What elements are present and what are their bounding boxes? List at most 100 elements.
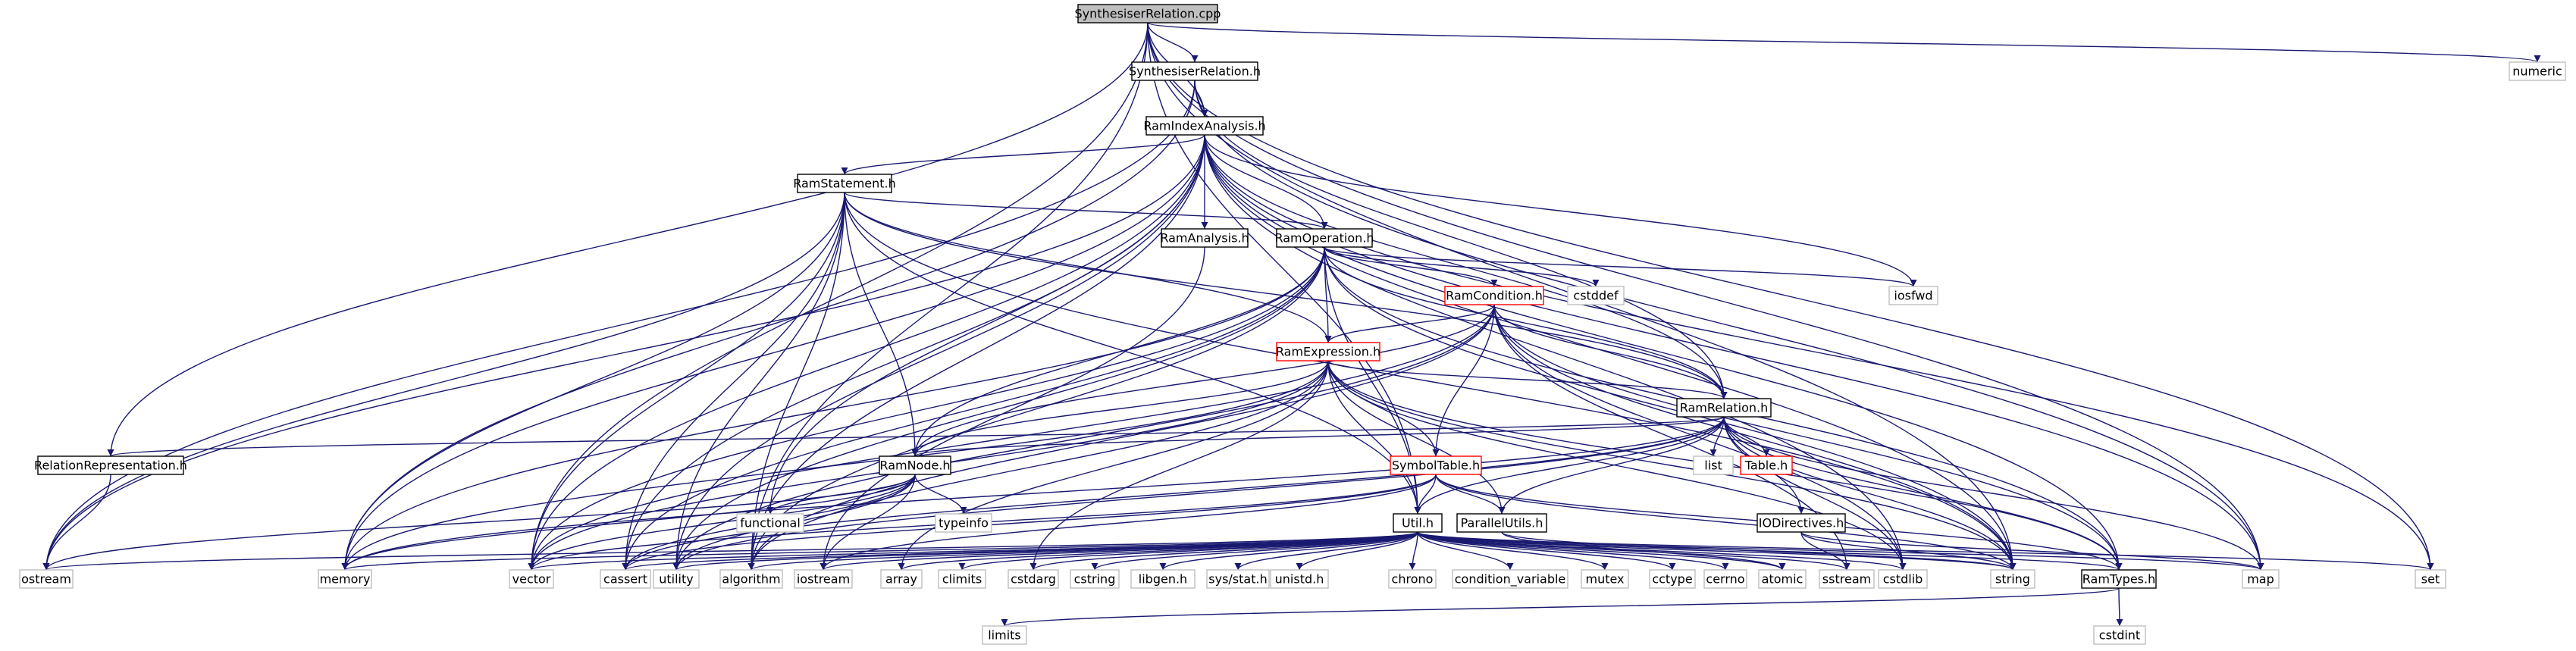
edge-synrel_h-to-memory <box>341 80 1196 571</box>
node-box <box>2509 61 2566 81</box>
edge-ramindex-to-set <box>1204 134 2434 571</box>
node-box <box>938 569 986 589</box>
edge-ramindex-to-cassert <box>622 134 1205 571</box>
node-iodirectives-h[interactable]: IODirectives.h <box>1757 513 1846 533</box>
edge-ramcond-to-ramexpr <box>1324 304 1495 343</box>
edge-ramop-to-algorithm <box>747 246 1325 571</box>
node-util-h[interactable]: Util.h <box>1393 513 1443 533</box>
edge-symtab-to-iostream <box>819 474 1437 571</box>
node-label: sstream <box>1822 572 1871 587</box>
edge-ramindex-to-algorithm <box>747 134 1205 571</box>
node-box <box>1757 513 1846 533</box>
node-limits: limits <box>982 625 1027 645</box>
edge-ramexpr-to-cstdarg <box>1029 360 1329 571</box>
node-ramrelation-h[interactable]: RamRelation.h <box>1676 398 1772 418</box>
node-unistd-h: unistd.h <box>1270 569 1329 589</box>
node-cstdint: cstdint <box>2093 625 2146 645</box>
node-box <box>318 569 372 589</box>
node-ramexpression-h[interactable]: RamExpression.h <box>1276 342 1380 361</box>
node-algorithm: algorithm <box>719 569 783 589</box>
node-cerrno: cerrno <box>1703 569 1747 589</box>
node-synthesiserrelation-h[interactable]: SynthesiserRelation.h <box>1129 61 1261 81</box>
node-ramcondition-h[interactable]: RamCondition.h <box>1444 286 1544 305</box>
node-label: algorithm <box>722 572 780 587</box>
node-ramstatement-h[interactable]: RamStatement.h <box>793 174 896 193</box>
node-box <box>19 569 74 589</box>
edge-ramindex-to-ramtypes <box>1204 134 2123 571</box>
node-functional: functional <box>736 513 804 533</box>
node-box <box>1676 398 1772 418</box>
node-box <box>1077 4 1218 23</box>
edge-ramstmt-to-algorithm <box>747 192 845 571</box>
edge-util-to-libgen <box>1159 531 1418 571</box>
node-box <box>880 569 923 589</box>
edge-ramop-to-ramcond <box>1324 246 1498 287</box>
edge-ramstmt-to-ostream <box>42 192 845 571</box>
edge-util-to-cstdarg <box>1029 531 1418 571</box>
node-label: string <box>1995 572 2030 587</box>
node-iosfwd: iosfwd <box>1888 286 1938 305</box>
node-cctype: cctype <box>1649 569 1696 589</box>
node-string: string <box>1990 569 2035 589</box>
node-label: cstring <box>1074 572 1116 587</box>
node-ramtypes-h[interactable]: RamTypes.h <box>2081 569 2157 589</box>
node-label: SynthesiserRelation.cpp <box>1075 7 1221 21</box>
edge-util-to-cstring <box>1091 531 1418 571</box>
node-box <box>1990 569 2035 589</box>
edge-root-to-synrel_h <box>1147 22 1199 63</box>
node-label: sys/stat.h <box>1208 572 1267 587</box>
edge-synrel_h-to-ramrel <box>1194 80 1728 399</box>
node-label: RamTypes.h <box>2082 572 2155 587</box>
edge-ramcond-to-symtab <box>1432 304 1495 457</box>
nodes-layer: SynthesiserRelation.cppSynthesiserRelati… <box>19 4 2566 645</box>
node-box <box>1740 455 1793 475</box>
edge-ramnode-to-typeinfo <box>914 474 967 515</box>
node-numeric: numeric <box>2509 61 2566 81</box>
node-synthesiserrelation-cpp[interactable]: SynthesiserRelation.cpp <box>1075 4 1221 23</box>
node-box <box>1393 513 1443 533</box>
node-label: RamOperation.h <box>1274 231 1374 246</box>
node-box <box>1444 286 1544 305</box>
edge-ramstmt-to-string <box>844 192 2017 571</box>
node-label: RamAnalysis.h <box>1160 231 1249 246</box>
edge-ramindex-to-utility <box>672 134 1205 571</box>
node-box <box>2093 625 2146 645</box>
edge-ramexpr-to-util <box>1327 360 1421 515</box>
edge-ramcond-to-vector <box>528 304 1495 571</box>
edge-ramindex-to-ramstmt <box>841 134 1205 175</box>
edge-ramcond-to-string <box>1493 304 2017 571</box>
node-box <box>37 455 184 475</box>
edge-ramop-to-ramrel <box>1324 246 1728 399</box>
node-label: limits <box>988 628 1021 643</box>
node-ramoperation-h[interactable]: RamOperation.h <box>1274 228 1374 248</box>
node-label: condition_variable <box>1455 572 1566 587</box>
node-table-h[interactable]: Table.h <box>1740 455 1793 475</box>
edge-util-to-map <box>1417 531 2264 571</box>
node-ramanalysis-h[interactable]: RamAnalysis.h <box>1160 228 1249 248</box>
edge-iodir-to-string <box>1800 531 2017 571</box>
node-box <box>1276 342 1380 361</box>
node-sstream: sstream <box>1819 569 1875 589</box>
edge-ramop-to-utility <box>672 246 1325 571</box>
node-parallelutils-h[interactable]: ParallelUtils.h <box>1456 513 1547 533</box>
node-ramnode-h[interactable]: RamNode.h <box>879 455 951 475</box>
node-label: cstdlib <box>1883 572 1923 587</box>
edge-util-to-chrono <box>1409 531 1418 571</box>
edge-symtab-to-parutils <box>1435 474 1506 515</box>
node-relationrepresentation-h[interactable]: RelationRepresentation.h <box>34 455 187 475</box>
node-box <box>2242 569 2280 589</box>
node-ramindexanalysis-h[interactable]: RamIndexAnalysis.h <box>1143 116 1266 136</box>
node-sys-stat-h: sys/stat.h <box>1206 569 1270 589</box>
node-label: cerrno <box>1706 572 1744 587</box>
edge-ramop-to-cstddef <box>1324 246 1600 287</box>
node-label: numeric <box>2512 64 2562 79</box>
edge-ramrel-to-parutils <box>1498 416 1725 515</box>
edge-ramexpr-to-ramnode <box>911 360 1329 457</box>
edge-ramrel-to-cstdlib <box>1723 416 1907 571</box>
edge-ramnode-to-ostream <box>42 474 916 571</box>
node-symboltable-h[interactable]: SymbolTable.h <box>1390 455 1482 475</box>
edge-ramstmt-to-vector <box>528 192 845 571</box>
node-label: atomic <box>1762 572 1804 587</box>
edge-ramindex-to-ramop <box>1204 134 1328 230</box>
